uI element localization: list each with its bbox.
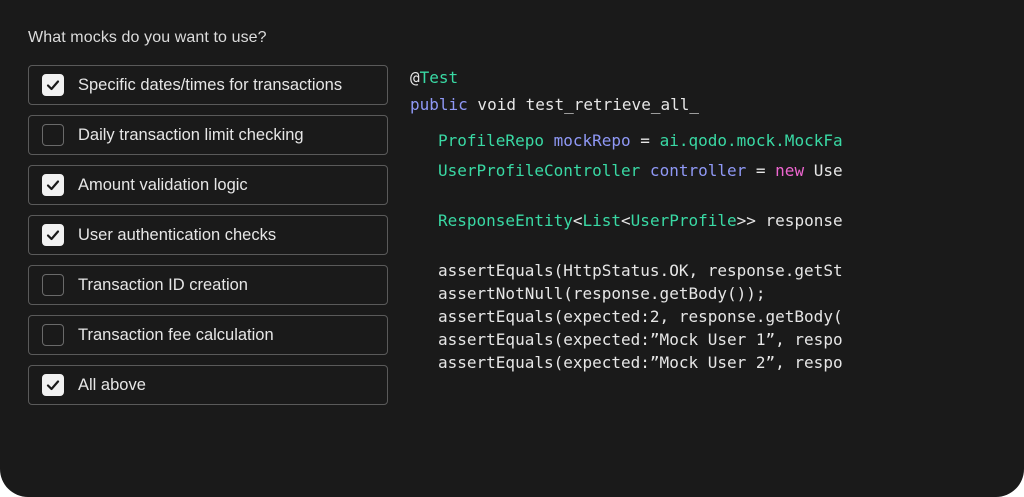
option-transaction-id[interactable]: Transaction ID creation	[28, 265, 388, 305]
code-token: new	[775, 161, 805, 180]
checkbox[interactable]	[42, 374, 64, 396]
question-heading: What mocks do you want to use?	[28, 29, 267, 46]
checkbox[interactable]	[42, 324, 64, 346]
code-token: Use	[804, 161, 843, 180]
checkmark-icon	[46, 180, 60, 191]
checkmark-icon	[46, 380, 60, 391]
code-token: >> response	[736, 211, 843, 230]
code-line-annotation: @Test	[410, 67, 458, 89]
code-line-assert-size: assertEquals(expected:2, response.getBod…	[438, 307, 843, 326]
code-token: <	[572, 211, 583, 230]
mock-options-list: Specific dates/times for transactions Da…	[28, 65, 388, 415]
code-token: Test	[419, 68, 459, 87]
option-label: Transaction ID creation	[78, 275, 248, 294]
option-label: Specific dates/times for transactions	[78, 75, 343, 94]
checkbox[interactable]	[42, 224, 64, 246]
code-line-assert-status: assertEquals(HttpStatus.OK, response.get…	[438, 261, 843, 280]
code-line-method-signature: public void test_retrieve_all_	[410, 94, 699, 116]
checkmark-icon	[46, 230, 60, 241]
option-specific-dates-times[interactable]: Specific dates/times for transactions	[28, 65, 388, 105]
code-token: <	[621, 211, 631, 230]
code-token: public	[410, 95, 468, 114]
code-token: mockRepo	[543, 131, 631, 150]
code-token: List	[582, 211, 622, 230]
code-token: UserProfile	[630, 211, 737, 230]
code-token: =	[746, 161, 776, 180]
option-label: Amount validation logic	[78, 175, 248, 194]
checkbox[interactable]	[42, 124, 64, 146]
generated-test-code: @Test public void test_retrieve_all_ Pro…	[410, 66, 884, 386]
option-transaction-fee[interactable]: Transaction fee calculation	[28, 315, 388, 355]
code-line-mock-repo: ProfileRepo mockRepo = ai.qodo.mock.Mock…	[438, 130, 843, 152]
option-label: Transaction fee calculation	[78, 325, 274, 344]
option-label: User authentication checks	[78, 225, 277, 244]
option-user-authentication[interactable]: User authentication checks	[28, 215, 388, 255]
code-token: controller	[640, 161, 747, 180]
code-token: =	[630, 131, 660, 150]
code-token: ProfileRepo	[438, 131, 544, 150]
code-token: ai.qodo.mock.MockFa	[659, 131, 843, 150]
code-token: UserProfileController	[438, 161, 641, 180]
option-all-above[interactable]: All above	[28, 365, 388, 405]
checkbox[interactable]	[42, 274, 64, 296]
code-line-assert-user-1: assertEquals(expected:”Mock User 1”, res…	[438, 330, 843, 349]
code-token: ResponseEntity	[438, 211, 573, 230]
code-token: @	[410, 68, 420, 87]
option-daily-limit[interactable]: Daily transaction limit checking	[28, 115, 388, 155]
code-token: void test_retrieve_all_	[467, 95, 699, 114]
code-line-response: ResponseEntity<List<UserProfile>> respon…	[438, 210, 843, 232]
checkmark-icon	[46, 80, 60, 91]
code-line-assert-user-2: assertEquals(expected:”Mock User 2”, res…	[438, 353, 843, 372]
code-line-assert-not-null: assertNotNull(response.getBody());	[438, 284, 766, 303]
code-line-controller: UserProfileController controller = new U…	[438, 160, 843, 182]
option-label: All above	[78, 375, 146, 394]
checkbox[interactable]	[42, 174, 64, 196]
option-label: Daily transaction limit checking	[78, 125, 304, 144]
checkbox[interactable]	[42, 74, 64, 96]
option-amount-validation[interactable]: Amount validation logic	[28, 165, 388, 205]
